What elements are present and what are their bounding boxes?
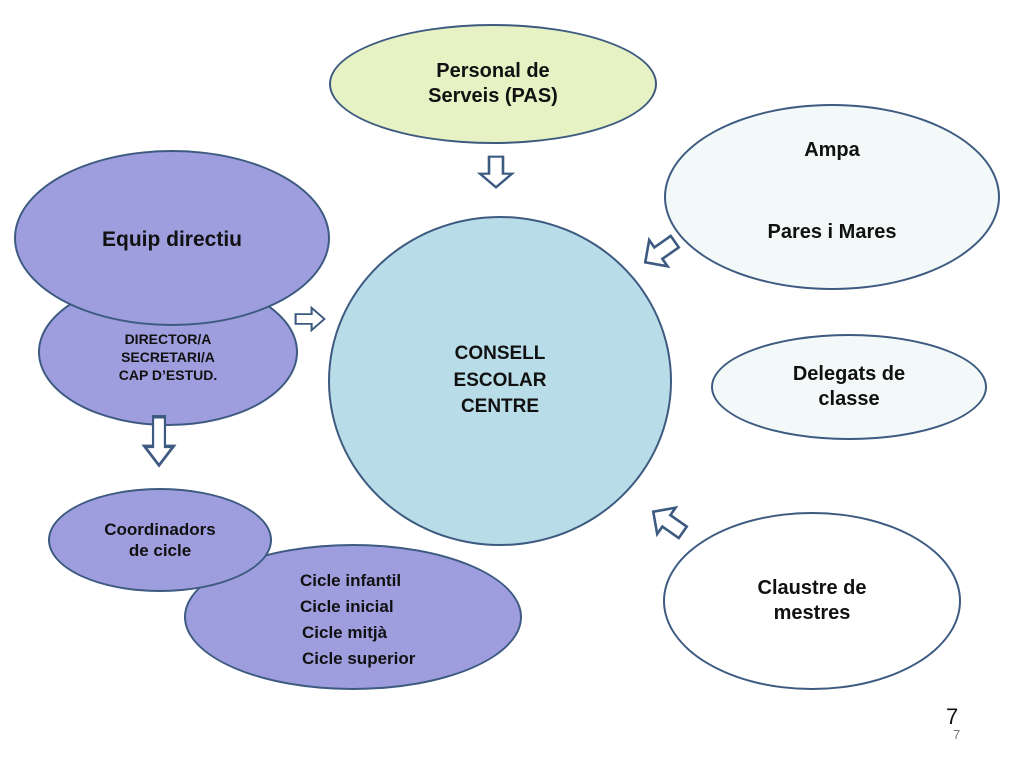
node-delegats-label: Delegats de classe: [711, 334, 987, 440]
cicle-item-mitja: Cicle mitjà: [302, 623, 388, 642]
node-pas-label: Personal de Serveis (PAS): [329, 24, 657, 144]
claustre-line2: mestres: [773, 602, 851, 624]
arrow-down-bold-outline-icon: [141, 414, 177, 468]
coordinadors-line1: Coordinadors: [104, 519, 216, 539]
node-consell-escolar: [328, 216, 672, 546]
arrow-up-left-outline-icon: [648, 502, 689, 542]
pas-line1: Personal de: [436, 60, 550, 82]
node-ampa: [664, 104, 1000, 290]
node-equip-directiu: [14, 150, 330, 326]
node-coordinadors-label: Coordinadors de cicle: [48, 488, 272, 592]
node-pas: [329, 24, 657, 144]
node-delegats: [711, 334, 987, 440]
director-line1: DIRECTOR/A: [124, 330, 212, 347]
director-line3: CAP D’ESTUD.: [118, 367, 218, 384]
arrow-right-outline-icon: [294, 305, 326, 333]
cicle-item-infantil: Cicle infantil: [300, 571, 402, 590]
claustre-line1: Claustre de: [757, 577, 867, 599]
cicle-item-inicial: Cicle inicial: [300, 597, 394, 616]
equip-title: Equip directiu: [101, 227, 242, 251]
node-equip-directiu-label: Equip directiu: [14, 222, 330, 258]
cicle-item-superior: Cicle superior: [302, 649, 416, 668]
node-claustre-label: Claustre de mestres: [663, 512, 961, 690]
arrow-down-left-outline-icon: [640, 232, 681, 272]
arrow-down-outline-icon: [476, 155, 516, 189]
consell-line1: CONSELL: [454, 343, 546, 365]
page-number-small: 7: [953, 727, 961, 742]
node-coordinadors: [48, 488, 272, 592]
node-consell-escolar-label: CONSELL ESCOLAR CENTRE: [328, 338, 672, 424]
cicles-list: Cicle infantil Cicle inicial Cicle mitjà…: [300, 568, 415, 672]
consell-line3: CENTRE: [460, 396, 540, 418]
ampa-subtitle: Pares i Mares: [767, 221, 897, 243]
coordinadors-line2: de cicle: [128, 541, 192, 560]
director-line2: SECRETARI/A: [121, 348, 215, 365]
page-number: 7: [946, 704, 959, 729]
consell-line2: ESCOLAR: [453, 369, 547, 391]
delegats-line2: classe: [818, 388, 880, 410]
delegats-line1: Delegats de: [792, 363, 906, 385]
node-claustre: [663, 512, 961, 690]
pas-line2: Serveis (PAS): [428, 85, 558, 107]
ampa-title: Ampa: [804, 139, 860, 161]
node-director-label: DIRECTOR/A SECRETARI/A CAP D’ESTUD.: [38, 326, 298, 388]
